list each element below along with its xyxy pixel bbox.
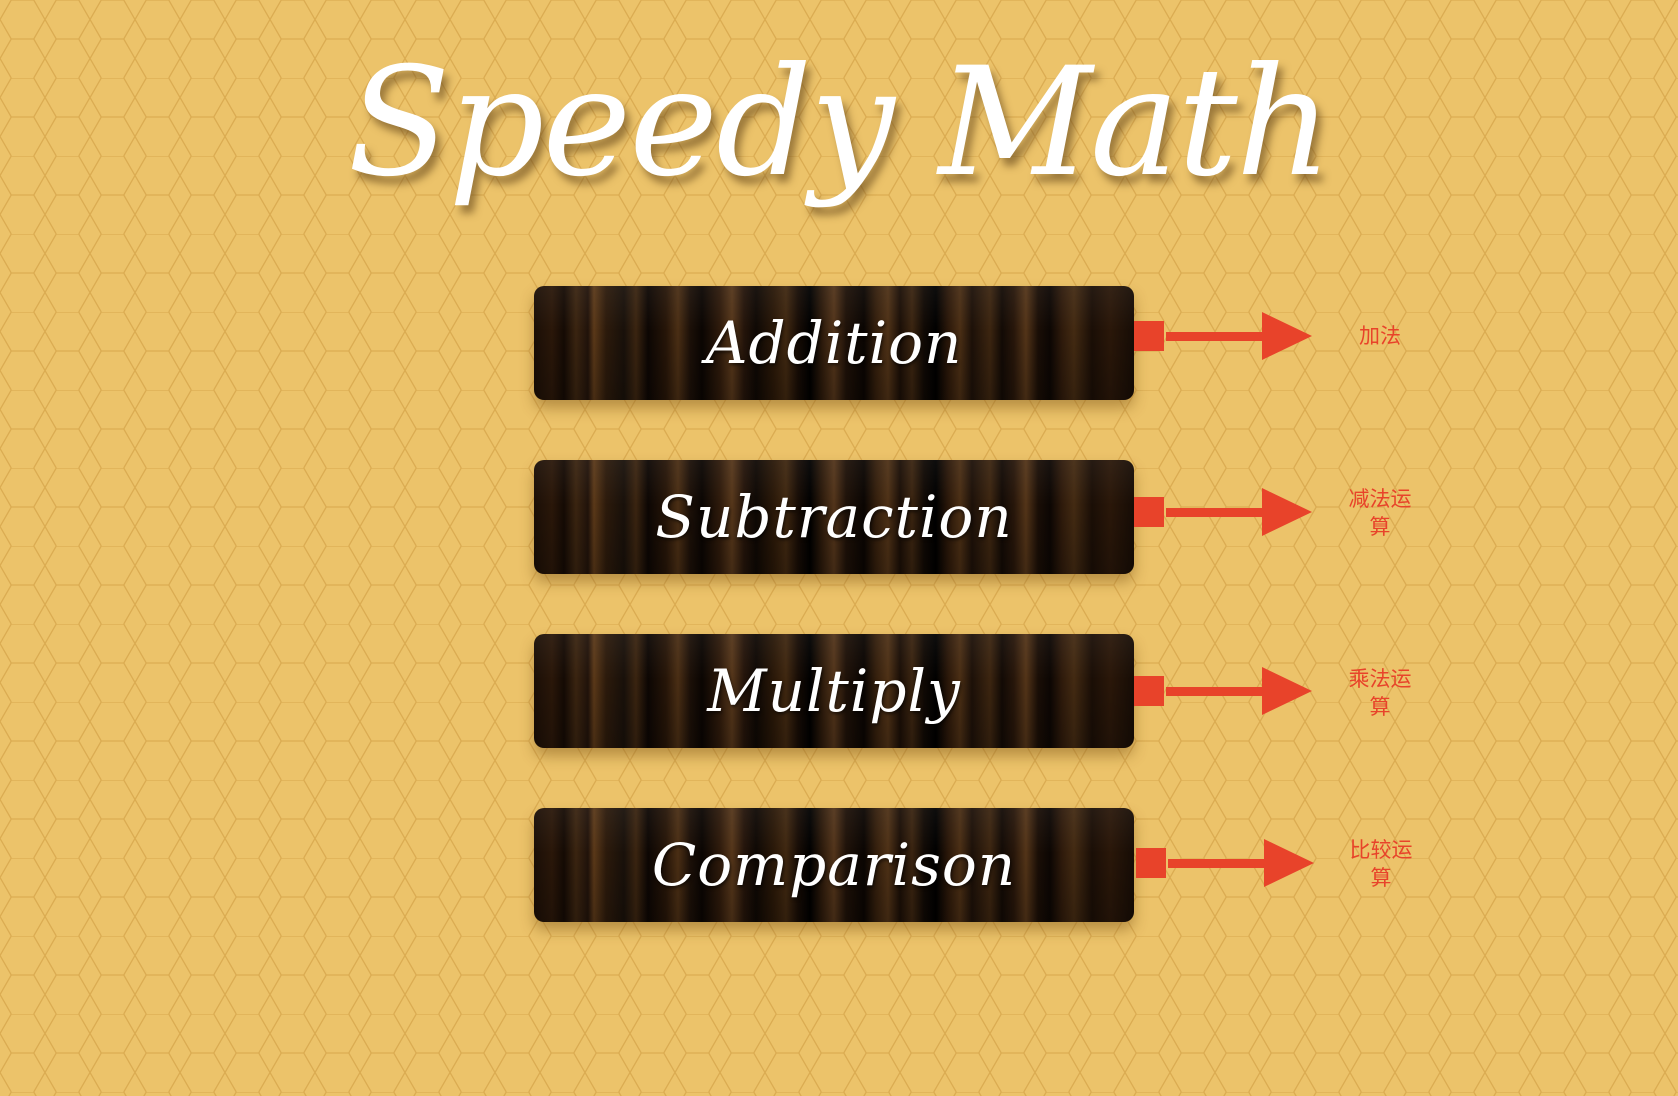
annotation-comparison-line1: 比较运 — [1349, 838, 1413, 862]
multiply-button[interactable]: Multiply — [534, 634, 1134, 748]
multiply-button-label: Multiply — [707, 657, 961, 725]
annotation-subtraction: 减法运 算 — [1330, 485, 1430, 541]
subtraction-button-label: Subtraction — [655, 483, 1013, 551]
arrow-right-icon — [1134, 312, 1312, 360]
annotation-addition: 加法 — [1330, 322, 1430, 350]
annotation-multiply-line1: 乘法运 — [1348, 667, 1412, 691]
addition-button[interactable]: Addition — [534, 286, 1134, 400]
annotation-multiply: 乘法运 算 — [1330, 665, 1430, 721]
annotation-addition-line1: 加法 — [1359, 324, 1401, 348]
arrow-right-icon — [1134, 488, 1312, 536]
comparison-button-label: Comparison — [651, 831, 1017, 899]
annotation-subtraction-line1: 减法运 — [1348, 487, 1412, 511]
annotation-comparison-line2: 算 — [1370, 866, 1392, 890]
comparison-button[interactable]: Comparison — [534, 808, 1134, 922]
subtraction-button[interactable]: Subtraction — [534, 460, 1134, 574]
annotation-subtraction-line2: 算 — [1369, 515, 1391, 539]
arrow-right-icon — [1136, 839, 1314, 887]
addition-button-label: Addition — [705, 309, 963, 377]
annotation-comparison: 比较运 算 — [1331, 836, 1431, 892]
arrow-right-icon — [1134, 667, 1312, 715]
annotation-multiply-line2: 算 — [1369, 695, 1391, 719]
game-title: Speedy Math — [347, 36, 1333, 210]
